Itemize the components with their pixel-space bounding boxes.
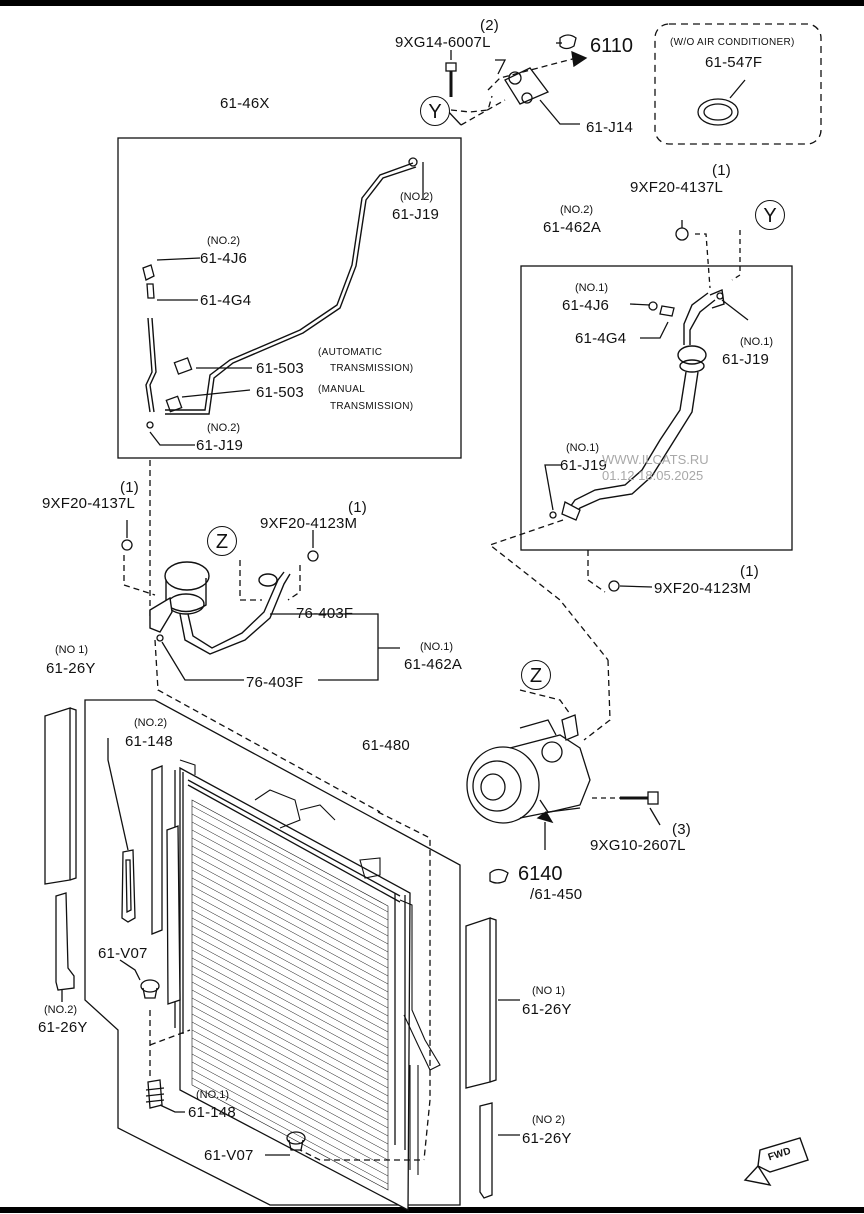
part-61-26y-no1-left[interactable]: 61-26Y: [46, 660, 96, 677]
seal-left-inner-lower: [166, 825, 181, 1005]
qty-no1-61-462a-left: (NO.1): [420, 641, 453, 653]
qty-9xg14: (2): [480, 17, 499, 34]
part-76-403f-upper[interactable]: 76-403F: [296, 605, 354, 622]
part-61-480[interactable]: 61-480: [362, 737, 410, 754]
switch-61-503-auto: [173, 357, 252, 375]
hose-61-462a-right: [567, 289, 725, 517]
part-61-j19-lower[interactable]: 61-J19: [560, 457, 608, 474]
part-61-j19-top[interactable]: 61-J19: [392, 206, 440, 223]
fwd-arrow: [743, 1137, 809, 1187]
note-automatic: (AUTOMATIC: [318, 347, 383, 358]
bottom-border: [0, 1207, 864, 1213]
part-61-26y-no1-right[interactable]: 61-26Y: [522, 1001, 572, 1018]
qty-no1-61-j19-lower: (NO.1): [566, 442, 599, 454]
qty-9xf20-4123m-lower: (1): [740, 563, 759, 580]
part-9xf20-4137l-left[interactable]: 9XF20-4137L: [42, 495, 136, 512]
part-61-462a-right[interactable]: 61-462A: [543, 219, 602, 236]
ref-61-450[interactable]: /61-450: [530, 886, 583, 903]
condenser-fins: [191, 805, 389, 1185]
hose-61-462a-left: [149, 561, 291, 655]
note-manual-trans: TRANSMISSION): [330, 401, 414, 412]
part-61-26y-no2-left[interactable]: 61-26Y: [38, 1019, 88, 1036]
part-61-148-no2[interactable]: 61-148: [125, 733, 173, 750]
seal-left-inner: [151, 765, 163, 935]
top-border: [0, 0, 864, 6]
frame-61-46x: [117, 137, 462, 459]
qty-no2-61-j19-bottom: (NO.2): [207, 422, 240, 434]
part-9xf20-4137l-right[interactable]: 9XF20-4137L: [630, 179, 724, 196]
qty-9xf20-4123m-upper: (1): [348, 499, 367, 516]
part-9xg10-2607l[interactable]: 9XG10-2607L: [590, 837, 686, 854]
ref-circle-z-right: Z: [521, 660, 551, 690]
part-61-v07-upper[interactable]: 61-V07: [98, 945, 148, 962]
note-manual: (MANUAL: [318, 384, 366, 395]
part-61-j14[interactable]: 61-J14: [586, 119, 634, 136]
part-61-46x[interactable]: 61-46X: [220, 95, 270, 112]
ref-circle-y-top: Y: [420, 96, 450, 126]
part-61-4j6-right[interactable]: 61-4J6: [562, 297, 610, 314]
qty-no2-61-4j6: (NO.2): [207, 235, 240, 247]
seal-61-26y-no2-right: [479, 1102, 493, 1199]
qty-no1-61-148: (NO.1): [196, 1089, 229, 1101]
part-9xf20-4123m-upper[interactable]: 9XF20-4123M: [260, 515, 358, 532]
qty-no2-61-26y-right: (NO 2): [532, 1114, 565, 1126]
seal-61-26y-no2-left: [55, 892, 75, 991]
part-61-j19-right[interactable]: 61-J19: [722, 351, 770, 368]
ref-circle-z-left: Z: [207, 526, 237, 556]
part-61-148-no1[interactable]: 61-148: [188, 1104, 236, 1121]
seal-61-26y-no1-left: [44, 707, 77, 885]
qty-no2-61-26y-left: (NO.2): [44, 1004, 77, 1016]
woac-note: (W/O AIR CONDITIONER): [670, 37, 795, 48]
ref-6110[interactable]: 6110: [590, 35, 634, 57]
bolt-9xg10: [620, 791, 659, 805]
part-61-547f[interactable]: 61-547F: [705, 54, 763, 71]
frame-61-462a-right: [520, 265, 793, 551]
frame-woac: [654, 23, 822, 145]
qty-no1-61-j19-right: (NO.1): [740, 336, 773, 348]
part-61-503-auto[interactable]: 61-503: [256, 360, 304, 377]
part-9xf20-4123m-lower[interactable]: 9XF20-4123M: [654, 580, 752, 597]
ref-circle-y-right: Y: [755, 200, 785, 230]
part-61-v07-lower[interactable]: 61-V07: [204, 1147, 254, 1164]
qty-9xf20-4137l-left: (1): [120, 479, 139, 496]
part-61-4g4-right[interactable]: 61-4G4: [575, 330, 627, 347]
watermark-date: 01.12 18:05.2025: [602, 468, 704, 483]
frame-condenser: [84, 699, 461, 1206]
part-61-4g4-left[interactable]: 61-4G4: [200, 292, 252, 309]
qty-no2-61-462a-right: (NO.2): [560, 204, 593, 216]
watermark-site: WWW.ILCATS.RU: [602, 452, 709, 467]
part-61-26y-no2-right[interactable]: 61-26Y: [522, 1130, 572, 1147]
part-61-4j6-left[interactable]: 61-4J6: [200, 250, 248, 267]
part-9xg14-6007l[interactable]: 9XG14-6007L: [395, 34, 491, 51]
connector-61-j14: [504, 67, 580, 125]
switch-61-503-manual: [165, 389, 251, 413]
qty-no1-61-4j6: (NO.1): [575, 282, 608, 294]
qty-9xf20-4137l-right: (1): [712, 162, 731, 179]
qty-no2-61-j19-top: (NO.2): [400, 191, 433, 203]
mount-61-148-no2: [121, 849, 136, 923]
note-automatic-trans: TRANSMISSION): [330, 363, 414, 374]
pin-61-v07-lower: [286, 1131, 306, 1151]
compressor: [466, 714, 591, 824]
part-61-462a-left[interactable]: 61-462A: [404, 656, 463, 673]
qty-no2-61-148: (NO.2): [134, 717, 167, 729]
seal-61-26y-no1-right: [465, 917, 497, 1089]
pipe-61-46x: [145, 162, 417, 415]
condenser-side-pipes: [179, 759, 441, 1175]
qty-no1-61-26y-left: (NO 1): [55, 644, 88, 656]
part-61-503-manual[interactable]: 61-503: [256, 384, 304, 401]
part-76-403f-lower[interactable]: 76-403F: [246, 674, 304, 691]
qty-no1-61-26y-right: (NO 1): [532, 985, 565, 997]
part-61-j19-bottom[interactable]: 61-J19: [196, 437, 244, 454]
pin-61-v07-upper: [140, 979, 160, 999]
qty-9xg10: (3): [672, 821, 691, 838]
ref-6140[interactable]: 6140: [518, 863, 563, 885]
gasket-61-547f: [697, 98, 739, 126]
mount-61-148-no1: [145, 1079, 165, 1109]
bolt-9xg14: [445, 62, 457, 97]
